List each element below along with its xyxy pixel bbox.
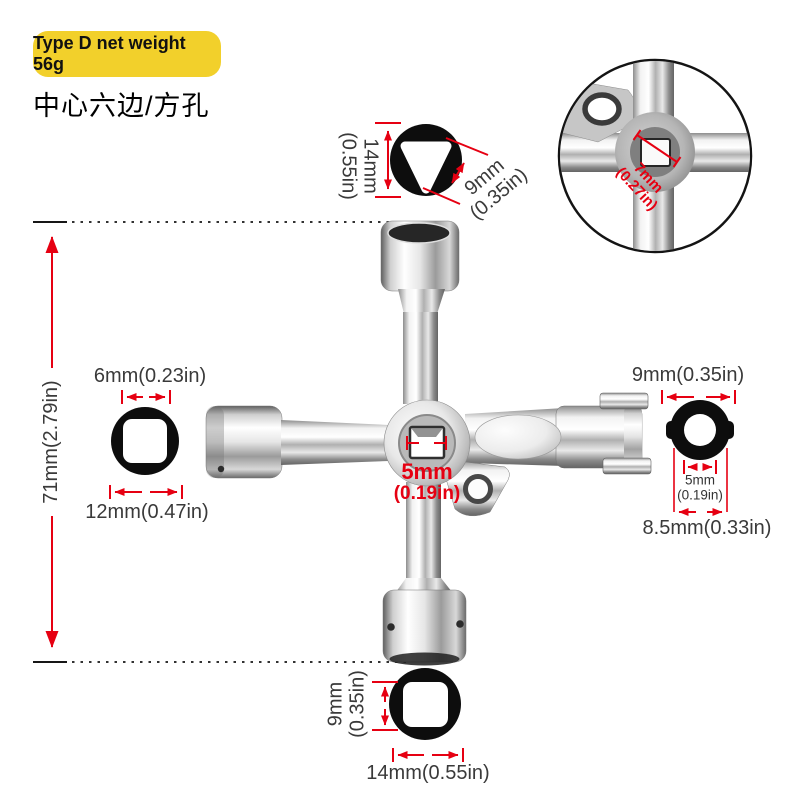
product-title: 中心六边/方孔 xyxy=(33,91,210,121)
right-hole-outer-label: 9mm(0.35in) xyxy=(631,364,745,387)
magnifier-inset xyxy=(557,58,753,254)
round-hole-icon-right xyxy=(666,400,734,460)
type-badge: Type D net weight 56g xyxy=(33,31,221,77)
top-socket-opening xyxy=(387,222,451,244)
bottom-socket-opening xyxy=(389,652,460,666)
dimension-lines xyxy=(45,122,736,762)
left-hole-inner-label: 6mm(0.23in) xyxy=(93,365,207,388)
center-hole-label: 5mm (0.19in) xyxy=(393,458,461,504)
inset-dimension xyxy=(632,129,682,168)
arm-flat-spot xyxy=(474,414,562,460)
inset-hanging-hole xyxy=(582,92,622,126)
right-hole-overall-label: 8.5mm(0.33in) xyxy=(642,517,772,540)
square-hole-icon-left xyxy=(111,407,179,475)
bottom-hole-width-label: 14mm(0.55in) xyxy=(366,762,490,785)
square-hole-icon-bottom xyxy=(389,668,461,740)
top-hole-height-label: 14mm (0.55in) xyxy=(338,132,382,200)
blade-bottom-tab xyxy=(602,457,652,475)
hanging-hole xyxy=(463,474,493,504)
triangle-hole-icon xyxy=(390,124,462,196)
left-hole-outer-label: 12mm(0.47in) xyxy=(85,501,209,524)
inset-square-hole xyxy=(640,138,671,167)
blade-top-tab xyxy=(599,392,649,410)
overall-height-label: 71mm(2.79in) xyxy=(40,380,63,504)
right-hole-inner-label: 5mm (0.19in) xyxy=(677,472,723,502)
cross-key-photo xyxy=(205,220,652,666)
left-socket-pin-hole xyxy=(217,465,225,473)
bottom-hole-height-label: 9mm (0.35in) xyxy=(324,670,368,738)
extent-lines xyxy=(33,221,410,663)
